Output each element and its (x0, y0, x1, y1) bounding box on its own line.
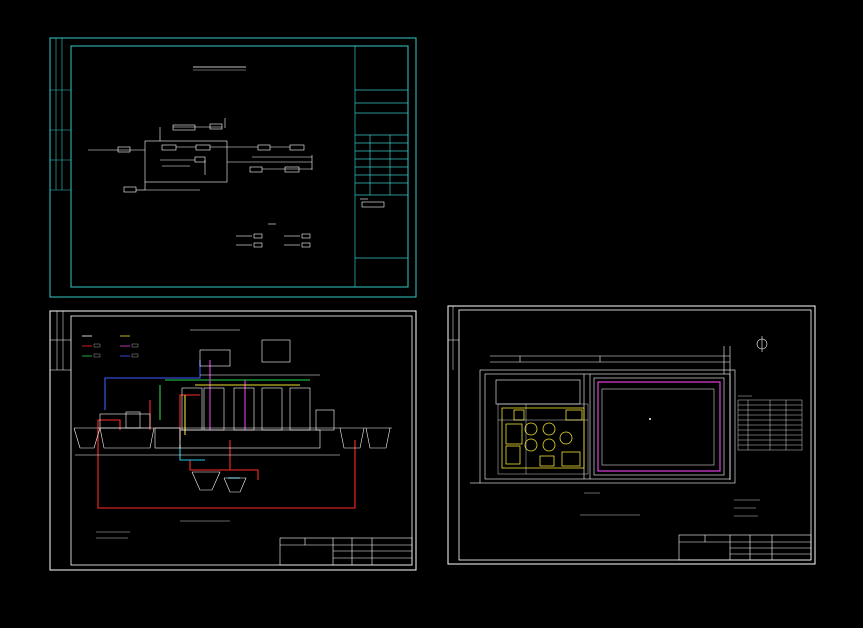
sheet3-binding-strip (448, 306, 459, 370)
sheet3-site-boundary (470, 336, 768, 484)
sheet1-outer-border (49, 37, 417, 298)
sheet1-title-block (354, 46, 408, 287)
sheet1-binding-strip (50, 38, 71, 191)
sheet2-legend (82, 335, 139, 358)
sheet2-inner-border (70, 315, 413, 566)
sheet2-pipe-network (75, 360, 356, 509)
sheet3-equipment-area (501, 407, 585, 469)
sheet3-title-block (678, 534, 812, 561)
sheet-site-plan[interactable] (447, 305, 816, 565)
sheet3-inner-border (458, 309, 812, 561)
sheet3-equipment-outlines (497, 403, 589, 475)
sheet2-outer-border (49, 310, 417, 571)
sheet-flow-block-diagram[interactable] (49, 37, 417, 298)
sheet3-notes (580, 492, 760, 517)
sheet2-title-block (279, 537, 413, 566)
sheet3-equipment-table (737, 395, 803, 451)
sheet-process-elevation[interactable] (49, 310, 417, 571)
sheet1-inner-border (70, 45, 409, 288)
sheet1-flow-diagram (88, 66, 385, 248)
sheet3-main-basin (593, 377, 725, 476)
sheet3-outer-border (447, 305, 816, 565)
sheet2-notes (96, 520, 230, 539)
sheet2-tanks (73, 329, 392, 493)
sheet2-binding-strip (50, 311, 71, 371)
